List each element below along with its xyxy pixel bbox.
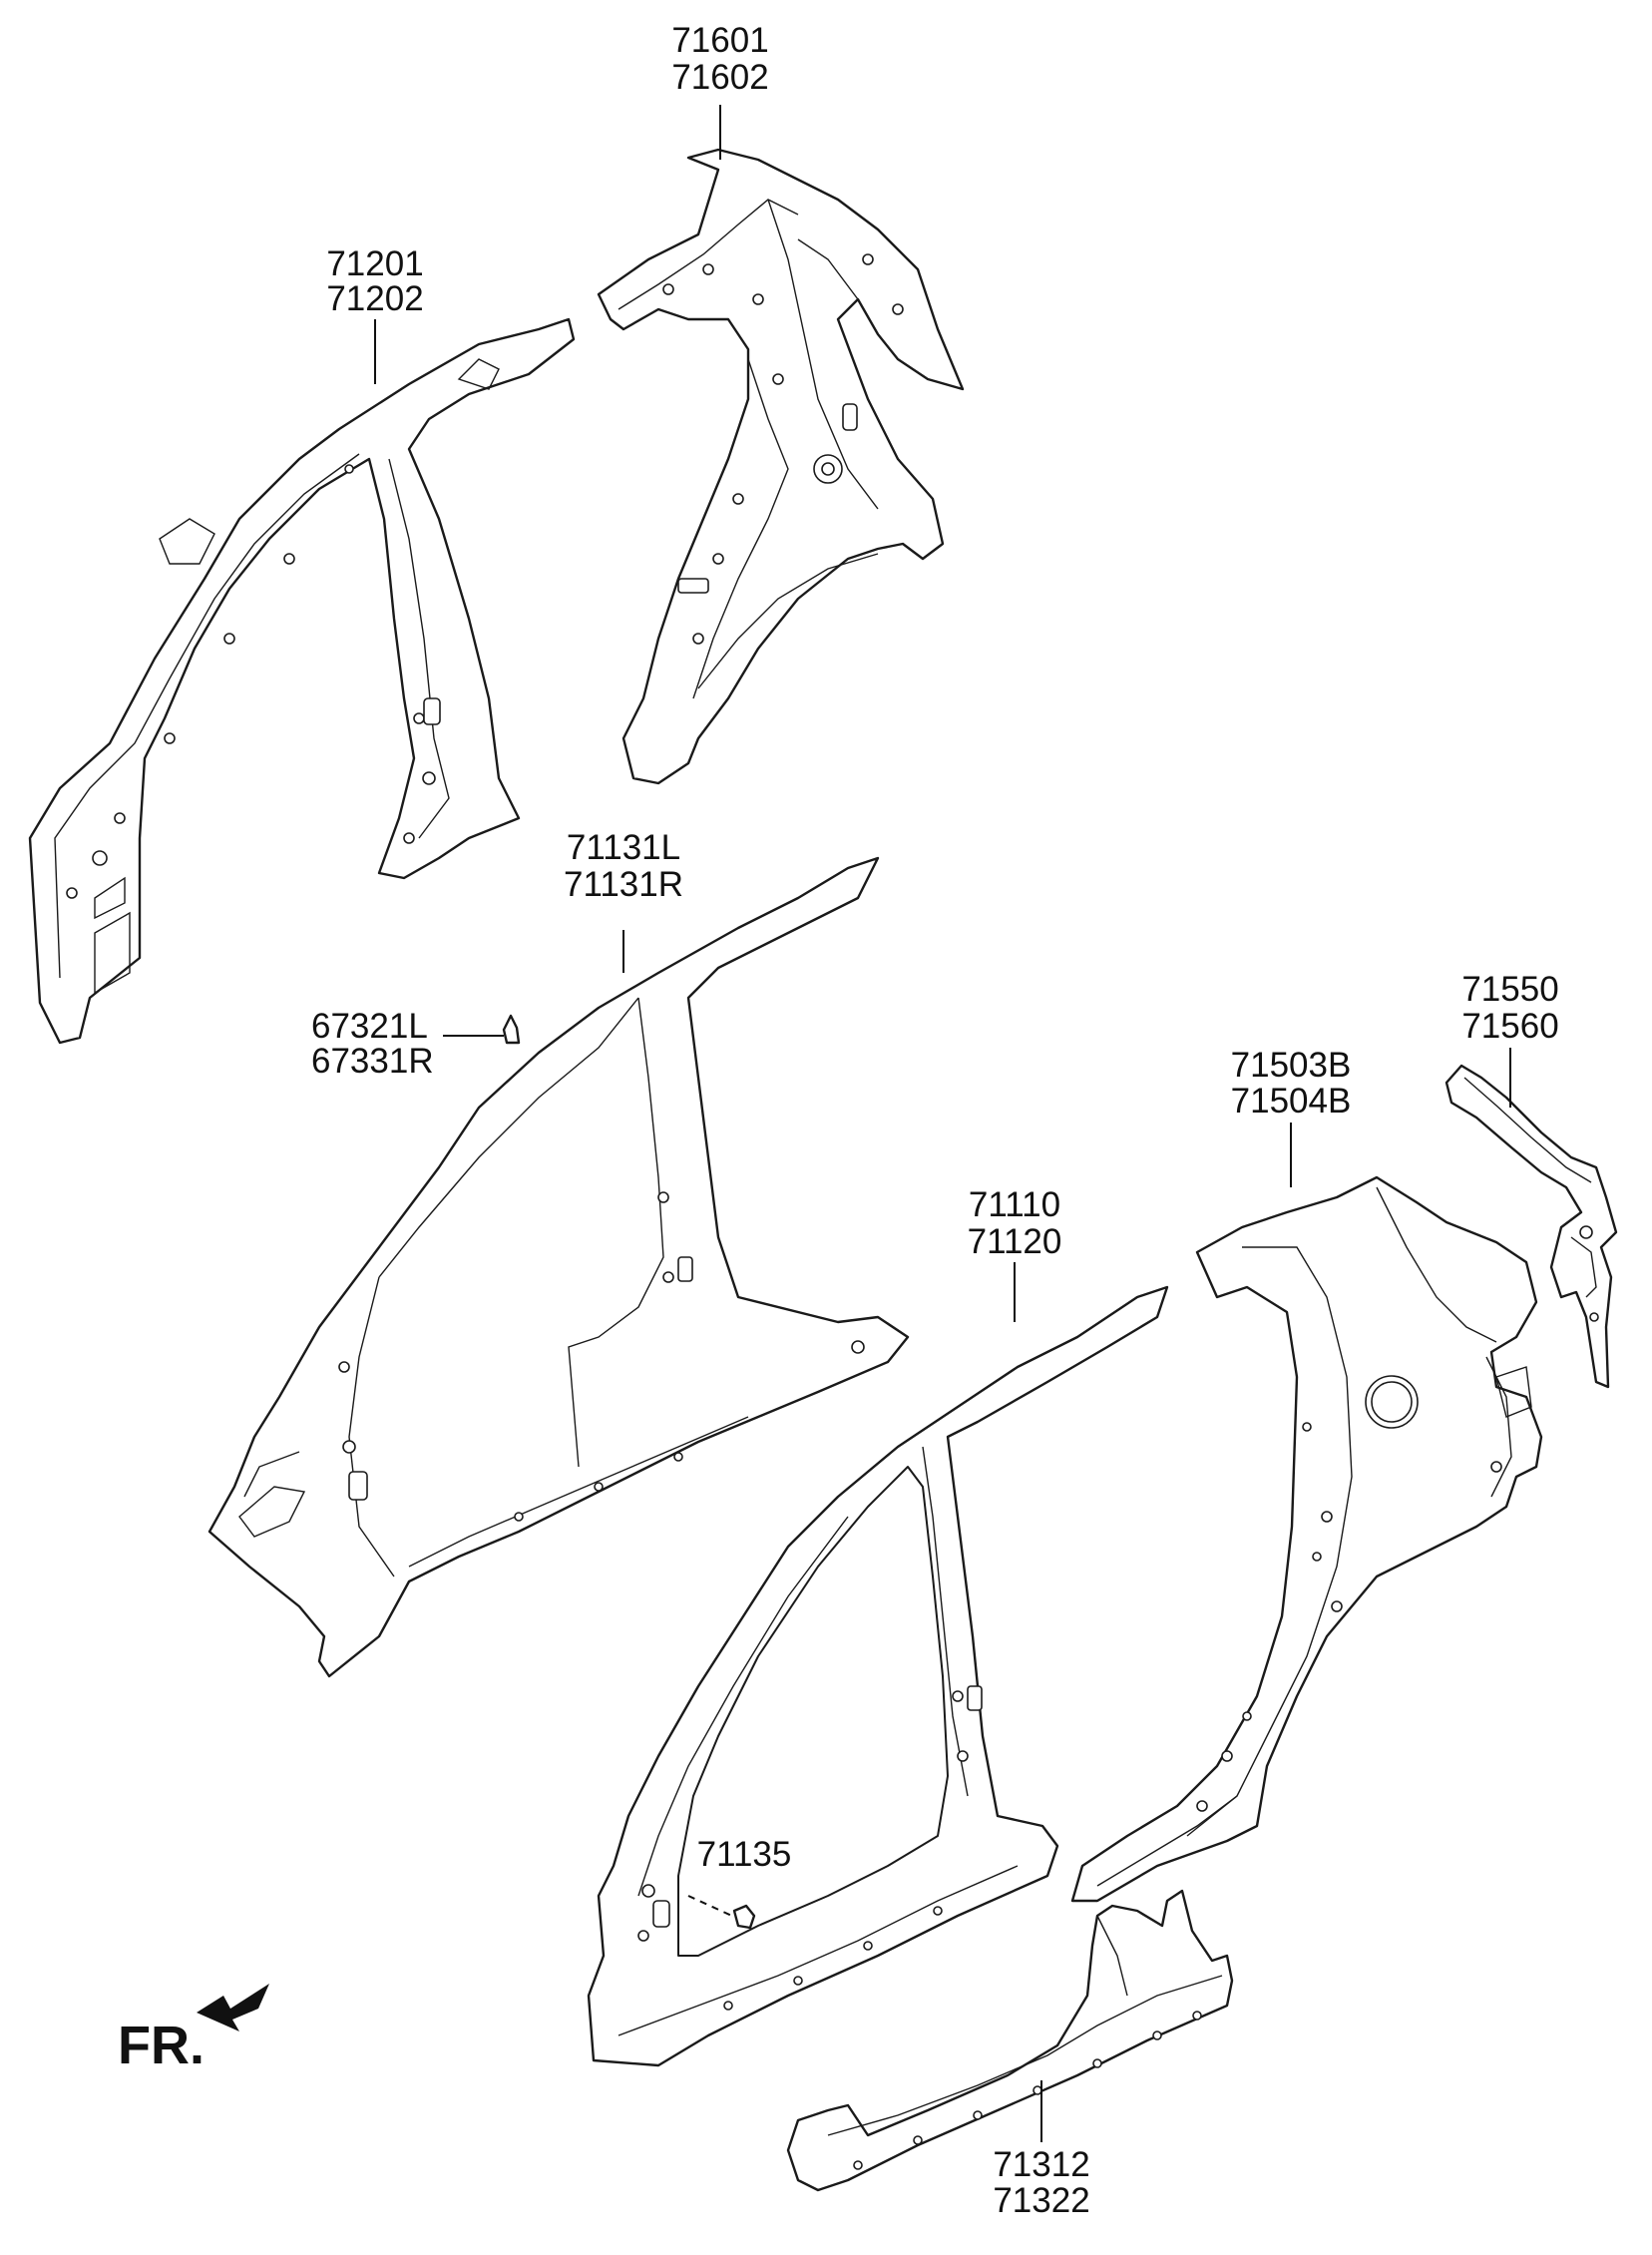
part-side-outer-reinforcement bbox=[207, 856, 910, 1678]
callout-67321-line2: 67331R bbox=[311, 1042, 434, 1081]
callout-71135: 71135 bbox=[697, 1835, 792, 1874]
callout-71201: 71201 71202 bbox=[326, 244, 423, 318]
callout-71131-line1: 71131L bbox=[567, 828, 680, 867]
callout-71110-line1: 71110 bbox=[969, 1185, 1060, 1224]
front-arrow-icon bbox=[197, 1984, 269, 2031]
callout-71550: 71550 71560 bbox=[1461, 970, 1558, 1046]
callout-71312-line1: 71312 bbox=[993, 2145, 1089, 2184]
callout-71110-line2: 71120 bbox=[968, 1222, 1062, 1261]
front-direction-indicator: FR. bbox=[118, 1984, 269, 2075]
callout-71550-line1: 71550 bbox=[1461, 970, 1558, 1009]
callout-71601: 71601 71602 bbox=[671, 21, 768, 97]
callout-71503-line2: 71504B bbox=[1231, 1082, 1352, 1121]
part-quarter-outer-panel bbox=[1070, 1175, 1543, 1903]
callout-71131-line2: 71131R bbox=[564, 865, 683, 904]
callout-67321-line1: 67321L bbox=[311, 1007, 428, 1046]
callout-71550-line2: 71560 bbox=[1461, 1007, 1558, 1046]
callout-71312-line2: 71322 bbox=[993, 2181, 1089, 2220]
part-side-outer-panel bbox=[587, 1285, 1169, 2067]
front-direction-label: FR. bbox=[118, 2016, 205, 2075]
part-clip-67321 bbox=[502, 1014, 521, 1045]
callout-71110: 71110 71120 bbox=[968, 1185, 1062, 1261]
leader-lines bbox=[374, 105, 1511, 2142]
callout-67321: 67321L 67331R bbox=[311, 1007, 434, 1081]
callout-71312: 71312 71322 bbox=[993, 2145, 1089, 2220]
callout-71135-line1: 71135 bbox=[697, 1835, 792, 1874]
callout-71201-line1: 71201 bbox=[326, 244, 423, 283]
leader-71135 bbox=[687, 1895, 737, 1919]
part-quarter-bracket bbox=[1445, 1064, 1618, 1389]
part-bracket-71135 bbox=[732, 1904, 756, 1930]
callout-71201-line2: 71202 bbox=[326, 279, 423, 318]
callout-71131: 71131L 71131R bbox=[564, 828, 683, 904]
part-rear-quarter-inner-panel bbox=[597, 148, 965, 785]
callout-71503: 71503B 71504B bbox=[1231, 1046, 1352, 1121]
callout-71503-line1: 71503B bbox=[1231, 1046, 1352, 1085]
part-front-pillar-inner-panel bbox=[28, 317, 576, 1045]
callout-71601-line1: 71601 bbox=[671, 21, 768, 60]
part-side-sill bbox=[786, 1889, 1234, 2192]
callout-71601-line2: 71602 bbox=[671, 58, 768, 97]
